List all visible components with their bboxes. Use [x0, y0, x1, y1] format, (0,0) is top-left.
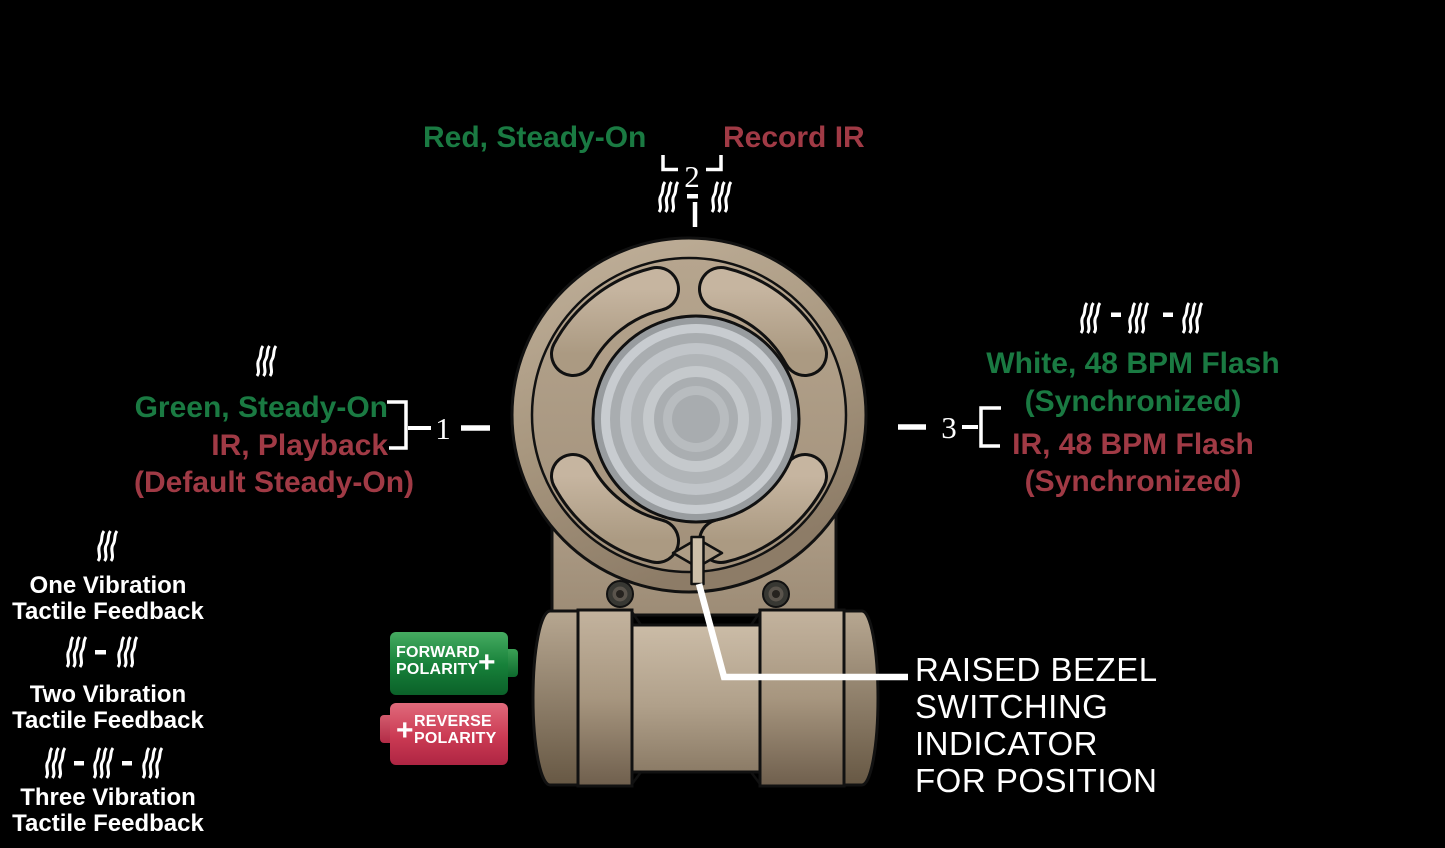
plus-icon: + [478, 646, 496, 679]
forward-polarity-line1: FORWARD [396, 644, 480, 661]
position-1-green-label: Green, Steady-On [134, 391, 388, 424]
raised-bezel-note-line1: RAISED BEZEL [915, 651, 1158, 688]
bracket-2 [661, 155, 723, 172]
bracket-1 [387, 400, 408, 450]
vibration-waves-icon [44, 746, 67, 780]
position-2-red-label: Record IR [723, 121, 865, 154]
feedback-three-line1: Three Vibration [20, 784, 196, 811]
battery-tube [531, 608, 880, 788]
feedback-one-line2: Tactile Feedback [12, 598, 204, 625]
raised-bezel-note-line4: FOR POSITION [915, 762, 1158, 799]
vibration-waves-icon [116, 635, 139, 669]
position-3-number: 3 [941, 410, 957, 445]
vibration-waves-icon [710, 180, 733, 214]
device-head [510, 236, 868, 594]
lens [591, 314, 801, 524]
position-3-green-label: White, 48 BPM Flash [986, 347, 1280, 380]
vibration-waves-icon [1181, 301, 1204, 335]
reverse-polarity-line1: REVERSE [414, 713, 492, 730]
bezel-switch-indicator [671, 535, 724, 586]
callout-lines [387, 155, 1001, 681]
vibration-waves-icon [1127, 301, 1150, 335]
vibration-waves-icon [657, 180, 680, 214]
vibration-icons [44, 180, 1204, 780]
raised-bezel-note-line2: SWITCHING [915, 688, 1109, 725]
raised-bezel-note: RAISED BEZEL SWITCHING INDICATOR FOR POS… [915, 651, 1158, 799]
forward-polarity-badge: FORWARD POLARITY + [390, 632, 518, 695]
bezel-grooves [550, 266, 828, 564]
position-2-number: 2 [684, 159, 700, 194]
vibration-waves-icon [255, 344, 278, 378]
raised-bezel-note-line3: INDICATOR [915, 725, 1098, 762]
vibration-waves-icon [96, 529, 119, 563]
position-3-red-note: (Synchronized) [1024, 465, 1242, 498]
position-1-red-label: IR, Playback [211, 429, 388, 462]
feedback-two-line2: Tactile Feedback [12, 707, 204, 734]
position-2-green-label: Red, Steady-On [423, 121, 647, 154]
bezel-leader-line [695, 583, 908, 681]
body-screws [606, 580, 790, 608]
battery-terminal-nub [380, 715, 390, 743]
vibration-waves-icon [141, 746, 164, 780]
reverse-polarity-badge: REVERSE POLARITY + [380, 703, 508, 765]
position-1-number: 1 [435, 411, 451, 446]
feedback-three-line2: Tactile Feedback [12, 810, 204, 837]
feedback-one-line1: One Vibration [29, 572, 187, 599]
position-3-red-label: IR, 48 BPM Flash [1012, 428, 1254, 461]
reverse-polarity-line2: POLARITY [414, 729, 497, 747]
vibration-waves-icon [92, 746, 115, 780]
plus-icon: + [396, 714, 414, 747]
vibration-waves-icon [65, 635, 88, 669]
bracket-3 [979, 406, 1001, 448]
battery-terminal-nub [508, 649, 518, 677]
vibration-waves-icon [1079, 301, 1102, 335]
position-3-green-note: (Synchronized) [1024, 385, 1242, 418]
feedback-two-line1: Two Vibration [29, 681, 187, 708]
forward-polarity-line2: POLARITY [396, 660, 479, 678]
position-1-red-note: (Default Steady-On) [133, 466, 415, 499]
